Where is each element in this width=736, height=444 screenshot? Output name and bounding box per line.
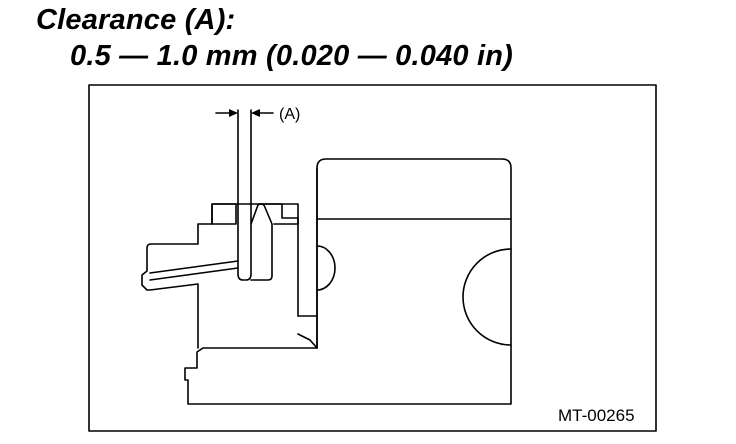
clearance-title: Clearance (A): [36, 4, 236, 36]
hub-part [141, 203, 299, 349]
arrowhead-right [251, 109, 260, 117]
small-cutout [316, 245, 336, 291]
chamfer-lower [297, 333, 318, 349]
upper-block-left [211, 203, 237, 225]
housing-block [184, 158, 512, 405]
blade-part [237, 109, 252, 281]
blade-hook [250, 203, 273, 281]
taper-line-1 [149, 267, 239, 281]
clearance-spec: 0.5 — 1.0 mm (0.020 — 0.040 in) [70, 40, 514, 72]
large-cutout [462, 248, 512, 346]
clearance-diagram: (A) MT-00265 [88, 84, 658, 434]
upper-block-right [259, 203, 299, 225]
dimension-label: (A) [279, 106, 300, 123]
taper-line-2 [149, 260, 239, 274]
figure-id: MT-00265 [558, 406, 635, 425]
figure-frame [88, 84, 657, 432]
arrowhead-left [229, 109, 238, 117]
diagram-svg: (A) MT-00265 [88, 84, 657, 432]
